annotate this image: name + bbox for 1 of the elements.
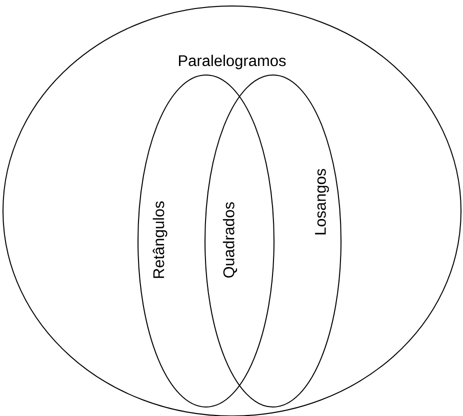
set-label: Quadrados: [222, 202, 238, 278]
